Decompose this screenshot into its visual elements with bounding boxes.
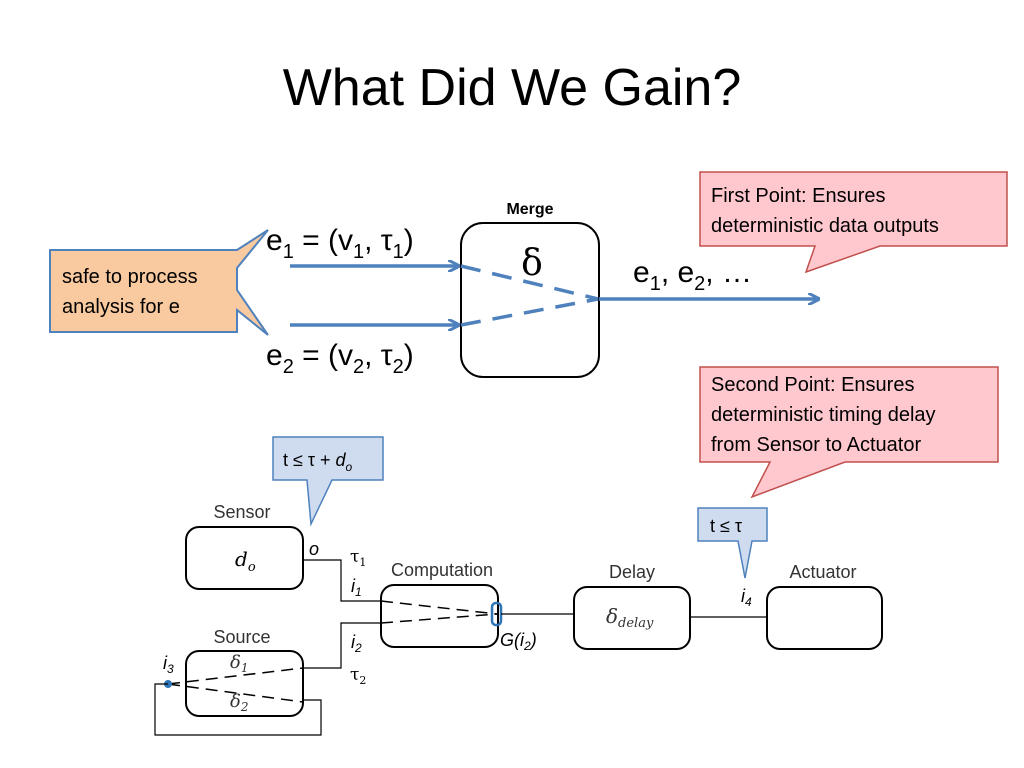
source-delta2: δ2 (230, 691, 248, 714)
e2-label: e2 = (v2, τ2) (266, 339, 414, 378)
sensor-box (185, 526, 304, 590)
slide-title: What Did We Gain? (282, 59, 742, 117)
orange-callout-line2: analysis for e (62, 296, 180, 318)
actuator-condition-text: t ≤ τ (710, 516, 742, 536)
delay-label: Delay (609, 562, 655, 582)
source-box (185, 650, 304, 717)
computation-dash-1 (380, 600, 498, 615)
merge-delta: δ (521, 243, 543, 284)
orange-callout (49, 229, 269, 336)
actuator-box (766, 586, 883, 650)
source-feedback-loop (154, 683, 322, 736)
second-point-line2: deterministic timing delay (711, 404, 936, 426)
merge-dash-2 (460, 297, 599, 327)
sensor-inner: do (235, 547, 256, 575)
i4-label: i4 (741, 586, 752, 609)
second-point-line3: from Sensor to Actuator (711, 434, 921, 456)
i2-label: i2 (351, 632, 362, 655)
orange-callout-line1: safe to process (62, 266, 198, 288)
tau1-label: τ1 (350, 547, 366, 569)
g-label: G(i2) (500, 630, 537, 653)
source-delta1: δ1 (230, 652, 248, 675)
first-point-callout (699, 171, 1008, 274)
first-point-line2: deterministic data outputs (711, 215, 939, 237)
tau2-label: τ2 (350, 665, 366, 687)
delay-inner: δdelay (606, 604, 654, 631)
source-port-label: i3 (163, 653, 174, 676)
computation-dash-2 (380, 613, 498, 624)
actuator-label: Actuator (789, 562, 856, 582)
sensor-port-label: o (309, 539, 319, 559)
delay-box (573, 586, 691, 650)
computation-label: Computation (391, 560, 493, 580)
e1-label: e1 = (v1, τ1) (266, 224, 414, 263)
i1-label: i1 (351, 576, 362, 599)
sensor-label: Sensor (213, 502, 270, 522)
computation-box (380, 584, 499, 648)
second-point-callout (699, 366, 999, 499)
output-label: e1, e2, … (633, 256, 752, 295)
source-dash-2 (167, 683, 304, 703)
actuator-condition-callout (697, 507, 768, 579)
second-point-line1: Second Point: Ensures (711, 374, 914, 396)
wire-sensor-to-computation (303, 559, 381, 602)
merge-label: Merge (506, 201, 553, 218)
sensor-condition-text: t ≤ τ + do (283, 450, 353, 474)
wire-source-to-computation (303, 622, 381, 669)
source-label: Source (213, 627, 270, 647)
source-dash-1 (167, 667, 304, 685)
first-point-line1: First Point: Ensures (711, 185, 886, 207)
merge-dash-1 (460, 264, 599, 301)
sensor-condition-callout (272, 436, 384, 527)
